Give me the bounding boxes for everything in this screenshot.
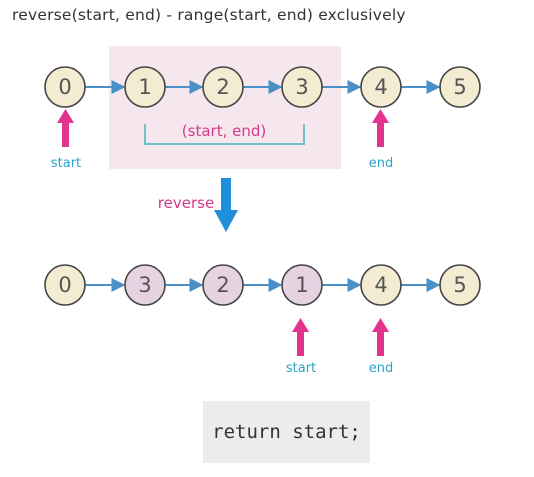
- top-end-label: end: [369, 156, 394, 171]
- bottom-end-pointer-arrow: [372, 318, 389, 356]
- bottom-node-4: 4: [360, 264, 402, 306]
- reverse-arrow: [214, 178, 238, 232]
- top-node-0: 0: [44, 66, 86, 108]
- bottom-node-circle: [281, 264, 323, 306]
- bottom-node-1: 3: [124, 264, 166, 306]
- bottom-node-value: 0: [58, 273, 71, 297]
- bottom-node-5: 5: [439, 264, 481, 306]
- reverse-label: reverse: [158, 194, 214, 212]
- return-code: return start;: [212, 421, 361, 443]
- bottom-node-value: 1: [295, 273, 308, 297]
- top-node-circle: [44, 66, 86, 108]
- bottom-node-value: 4: [374, 273, 387, 297]
- top-node-1: 1: [124, 66, 166, 108]
- bottom-node-3: 1: [281, 264, 323, 306]
- bottom-start-label: start: [286, 361, 316, 376]
- start-pointer-arrow: [57, 109, 74, 147]
- top-node-value: 3: [295, 75, 308, 99]
- bottom-node-value: 2: [216, 273, 229, 297]
- bottom-node-circle: [439, 264, 481, 306]
- top-node-circle: [202, 66, 244, 108]
- top-node-circle: [439, 66, 481, 108]
- return-code-box: return start;: [203, 401, 370, 463]
- top-node-value: 0: [58, 75, 71, 99]
- bottom-node-0: 0: [44, 264, 86, 306]
- bottom-node-circle: [44, 264, 86, 306]
- bottom-end-label: end: [369, 361, 394, 376]
- top-node-circle: [281, 66, 323, 108]
- diagram-title: reverse(start, end) - range(start, end) …: [12, 6, 406, 24]
- bottom-node-value: 3: [138, 273, 151, 297]
- top-node-value: 1: [138, 75, 151, 99]
- top-node-circle: [124, 66, 166, 108]
- range-label: (start, end): [182, 122, 266, 140]
- bottom-node-circle: [202, 264, 244, 306]
- top-node-4: 4: [360, 66, 402, 108]
- top-node-5: 5: [439, 66, 481, 108]
- top-node-value: 4: [374, 75, 387, 99]
- bottom-node-2: 2: [202, 264, 244, 306]
- top-node-circle: [360, 66, 402, 108]
- bottom-node-value: 5: [453, 273, 466, 297]
- bottom-start-pointer-arrow: [292, 318, 309, 356]
- top-start-label: start: [51, 156, 81, 171]
- bottom-node-circle: [124, 264, 166, 306]
- range-bracket: [144, 124, 305, 145]
- end-pointer-arrow: [372, 109, 389, 147]
- top-node-2: 2: [202, 66, 244, 108]
- top-node-value: 5: [453, 75, 466, 99]
- bottom-node-circle: [360, 264, 402, 306]
- top-node-3: 3: [281, 66, 323, 108]
- top-node-value: 2: [216, 75, 229, 99]
